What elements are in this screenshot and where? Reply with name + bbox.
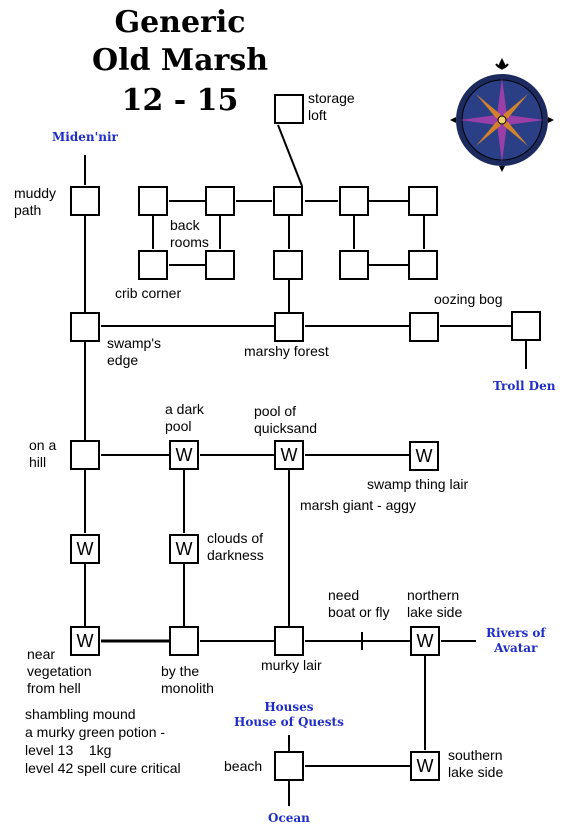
room-northern-lake-side[interactable]: W [410,626,440,656]
exit-troll-den[interactable]: Troll Den [493,379,556,393]
label-pool-of-quicksand: pool of quicksand [254,403,318,436]
label-storage-loft: storage loft [308,90,355,123]
note-line-1: shambling mound [25,706,136,722]
note-line-2: a murky green potion - [25,724,166,740]
map-title-line3: 12 - 15 [121,83,239,118]
wander-marker: W [416,631,434,651]
wander-marker: W [76,539,94,559]
wander-marker: W [175,539,193,559]
room-back-rooms-7[interactable] [339,250,369,280]
label-a-dark-pool: a dark pool [165,401,204,434]
room-on-a-hill[interactable] [70,440,100,470]
compass-rose-icon [450,58,554,172]
label-swamps-edge: swamp's edge [107,335,162,368]
wander-marker: W [416,756,434,776]
room-oozing-bog[interactable] [511,311,541,341]
room-back-rooms-8[interactable] [408,250,438,280]
label-marshy-forest: marshy forest [244,343,329,359]
label-swamp-thing-lair: swamp thing lair [367,476,469,492]
wander-marker: W [415,446,433,466]
wander-marker: W [76,631,94,651]
room-back-rooms-2[interactable] [205,186,235,216]
room-back-rooms-1[interactable] [138,186,168,216]
room-storage-loft[interactable] [274,94,304,124]
exit-houses[interactable]: Houses House of Quests [234,700,344,729]
room-back-rooms-4[interactable] [339,186,369,216]
room-hill-south[interactable]: W [70,534,100,564]
label-need-boat: need boat or fly [328,587,390,620]
label-muddy-path: muddy path [14,185,57,218]
label-murky-lair: murky lair [261,657,322,673]
room-by-the-monolith[interactable] [169,626,199,656]
exit-rivers-of-avatar[interactable]: Rivers of Avatar [486,626,546,655]
room-marsh-path[interactable] [273,250,303,280]
room-swamps-edge[interactable] [70,312,100,342]
note-line-3: level 13 1kg [25,742,112,758]
label-crib-corner: crib corner [115,285,182,301]
exit-ocean[interactable]: Ocean [268,811,310,825]
label-northern-lake-side: northern lake side [407,587,463,620]
room-muddy-path[interactable] [70,186,100,216]
label-marsh-giant: marsh giant - aggy [300,497,416,513]
label-back-rooms: back rooms [170,217,209,250]
label-clouds-of-darkness: clouds of darkness [207,530,264,563]
room-near-vegetation[interactable]: W [70,626,100,656]
room-crib-corner[interactable] [138,250,168,280]
room-murky-lair[interactable] [274,626,304,656]
room-back-rooms-6[interactable] [205,250,235,280]
label-on-a-hill: on a hill [29,437,57,470]
label-southern-lake-side: southern lake side [448,747,504,780]
label-by-the-monolith: by the monolith [161,663,214,696]
label-beach: beach [224,758,263,774]
wander-marker: W [175,445,193,465]
room-clouds-of-darkness[interactable]: W [169,534,199,564]
exit-midennir[interactable]: Miden'nir [52,130,118,144]
room-swamp-thing-lair[interactable]: W [409,441,439,471]
room-beach[interactable] [274,751,304,781]
room-southern-lake-side[interactable]: W [410,751,440,781]
map-title-line1: Generic [114,5,246,40]
room-pool-of-quicksand[interactable]: W [274,440,304,470]
room-marshy-forest[interactable] [274,312,304,342]
room-oozing-bog-west[interactable] [409,312,439,342]
room-a-dark-pool[interactable]: W [169,440,199,470]
room-back-rooms-3[interactable] [273,186,303,216]
wander-marker: W [280,445,298,465]
map-title-line2: Old Marsh [91,43,269,78]
label-oozing-bog: oozing bog [434,291,503,307]
label-near-vegetation: near vegetation from hell [27,646,92,696]
note-line-4: level 42 spell cure critical [25,760,181,776]
room-back-rooms-5[interactable] [408,186,438,216]
